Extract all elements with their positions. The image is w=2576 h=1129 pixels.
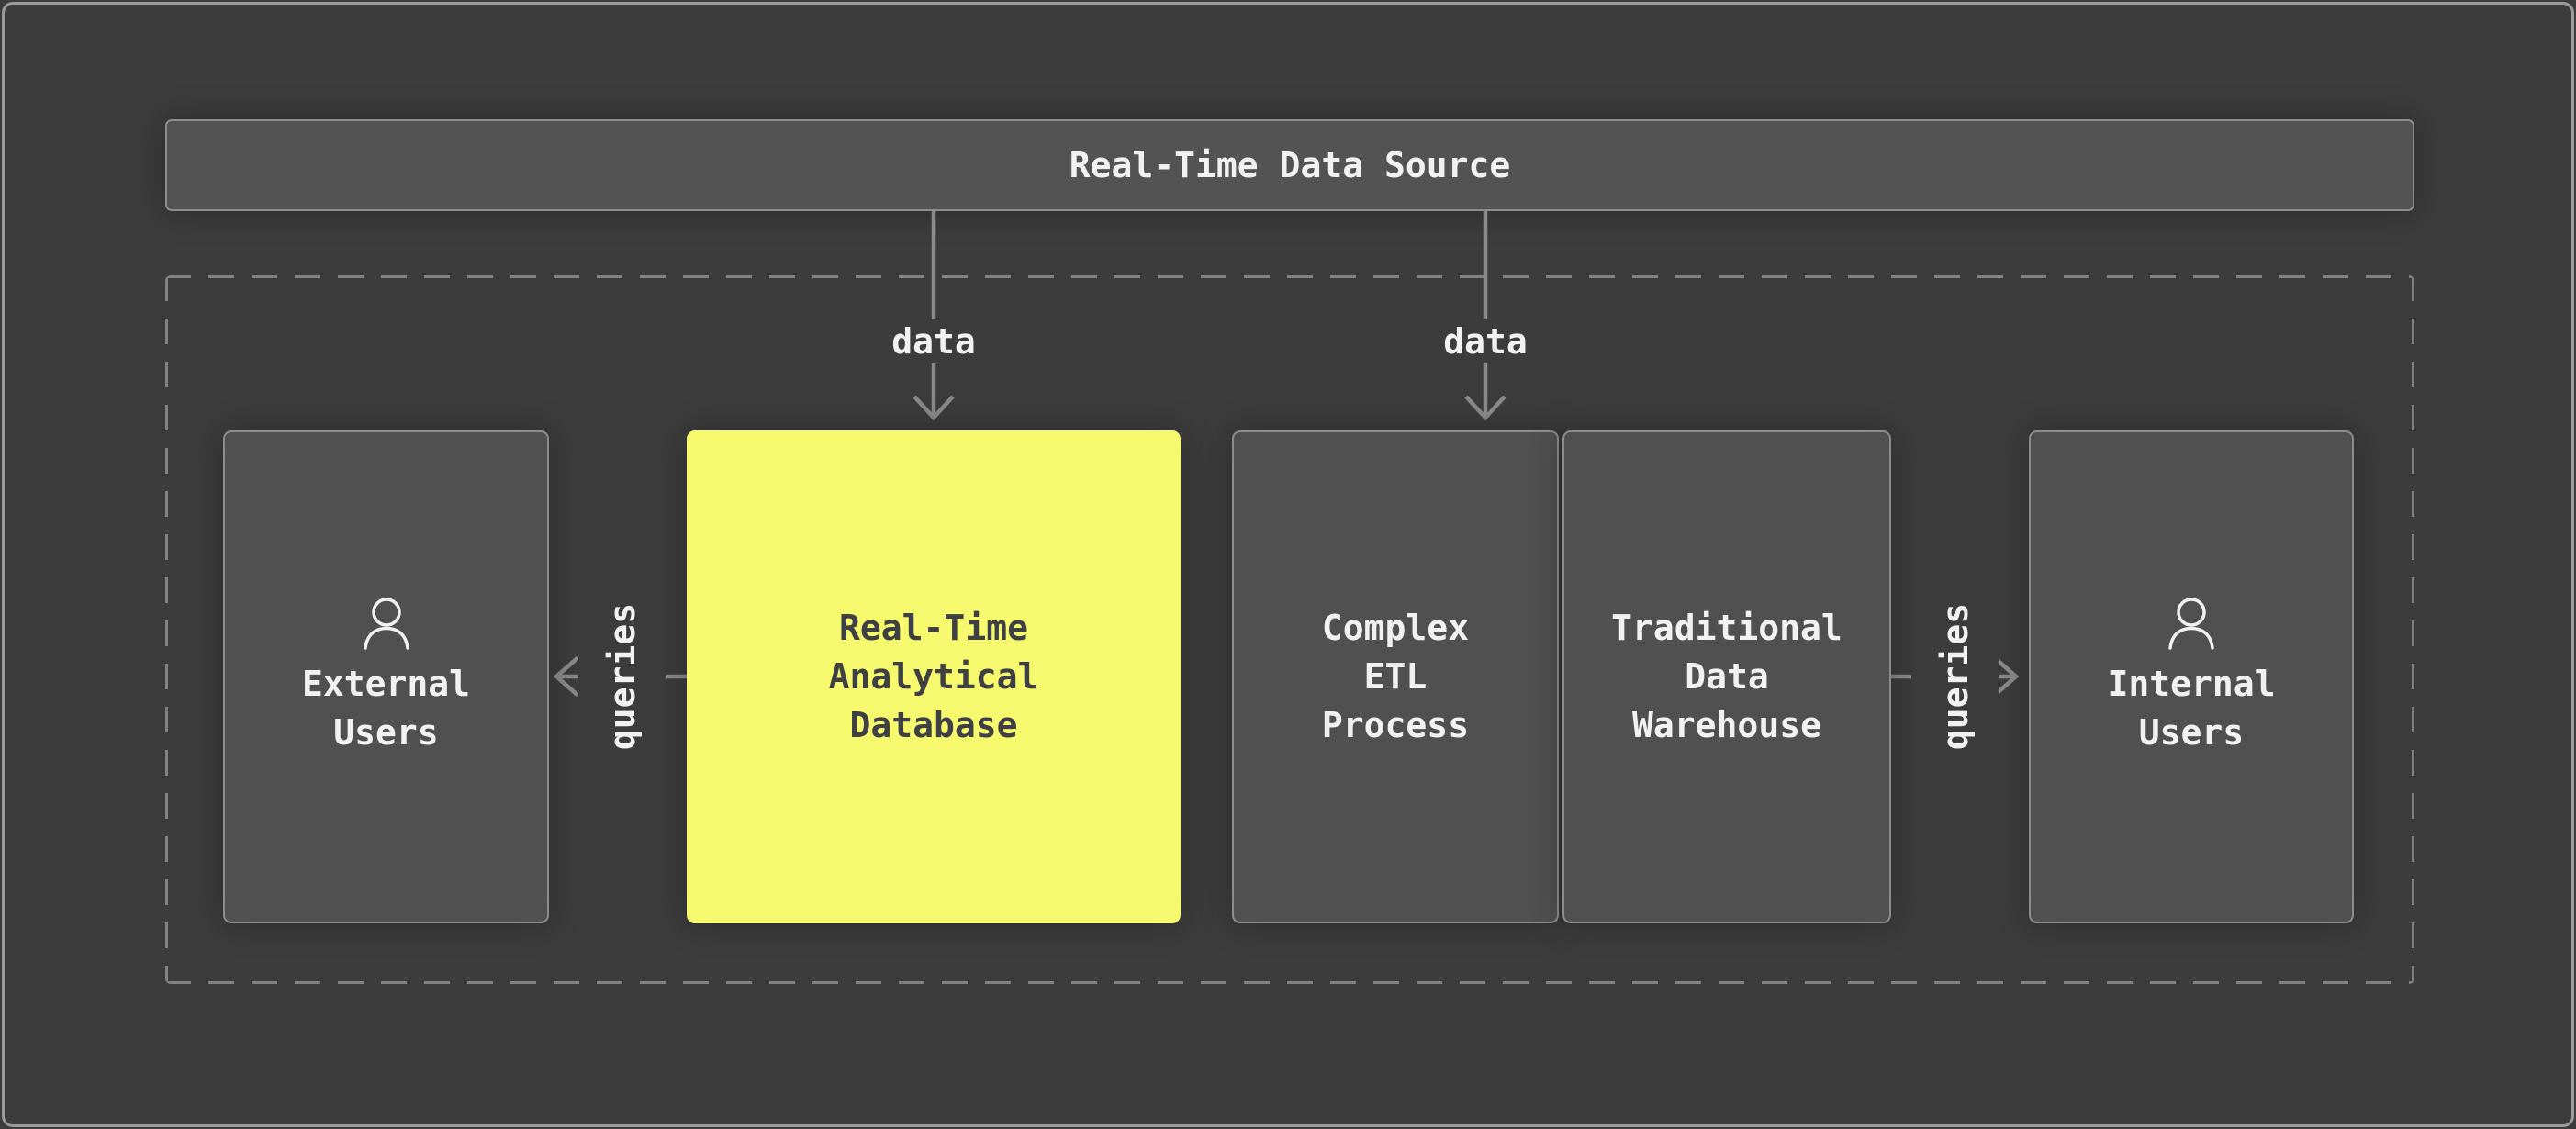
node-internal-users: Internal Users xyxy=(2029,430,2354,923)
node-label-line: Users xyxy=(2138,711,2245,753)
person-icon xyxy=(2168,597,2214,650)
arrow-data-to-database xyxy=(913,211,955,421)
edge-label-data-db: data xyxy=(879,319,989,363)
node-realtime-analytical-database: Real-Time Analytical Database xyxy=(687,430,1181,923)
node-label-line: ETL xyxy=(1363,656,1428,697)
node-label-line: External xyxy=(301,663,471,704)
edge-label-data-etl: data xyxy=(1430,319,1540,363)
node-label-line: Data xyxy=(1685,656,1769,697)
node-traditional-data-warehouse: Traditional Data Warehouse xyxy=(1562,430,1891,923)
node-label-line: Warehouse xyxy=(1632,705,1821,745)
node-label-line: Real-Time xyxy=(839,608,1028,648)
node-label-line: Users xyxy=(333,711,439,753)
node-label-line: Complex xyxy=(1321,608,1470,648)
node-label-line: Analytical xyxy=(828,656,1039,697)
node-realtime-data-source: Real-Time Data Source xyxy=(165,119,2414,211)
node-external-users: External Users xyxy=(223,430,549,923)
node-label-line: Internal xyxy=(2107,663,2276,704)
node-label-line: Process xyxy=(1321,705,1470,745)
node-label-line: Traditional xyxy=(1611,608,1842,648)
arrow-data-to-etl xyxy=(1464,211,1506,421)
node-complex-etl-process: Complex ETL Process xyxy=(1232,430,1559,923)
node-label: Real-Time Data Source xyxy=(1069,144,1511,185)
edge-label-queries-internal: queries xyxy=(1911,593,1999,760)
edge-label-queries-external: queries xyxy=(578,593,666,760)
person-icon xyxy=(363,597,409,650)
node-label-line: Database xyxy=(849,705,1018,745)
